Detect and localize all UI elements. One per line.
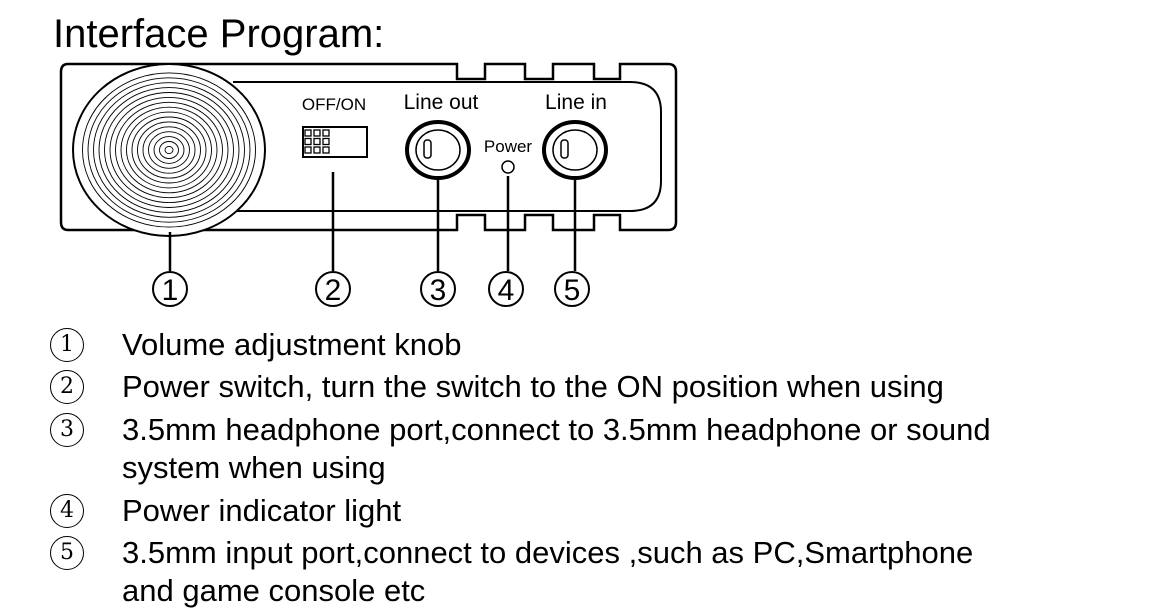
knob-ring <box>104 92 234 208</box>
number-badge: 5 <box>50 536 84 570</box>
power-switch[interactable] <box>302 126 368 158</box>
item-text: Power switch, turn the switch to the ON … <box>122 369 944 404</box>
knob-ring <box>82 72 256 228</box>
power-indicator-led <box>501 160 515 174</box>
number-badge: 2 <box>50 370 84 404</box>
switch-label: OFF/ON <box>302 95 366 114</box>
line-in-label: Line in <box>545 91 607 114</box>
knob-ring <box>115 101 223 199</box>
number-badge: 4 <box>50 494 84 528</box>
callout-number: 2 <box>325 274 342 307</box>
item-text: system when using <box>122 450 386 485</box>
callout-4: 4 <box>488 271 524 307</box>
knob-ring <box>131 116 207 184</box>
callout-3: 3 <box>420 271 456 307</box>
leader-lines <box>168 172 577 271</box>
knob-ring <box>137 121 201 179</box>
line-in-jack[interactable] <box>542 120 608 180</box>
callout-1: 1 <box>152 271 188 307</box>
switch-grip-icon <box>304 129 330 154</box>
item-text: Power indicator light <box>122 493 402 528</box>
item-text: 3.5mm input port,connect to devices ,suc… <box>122 535 974 570</box>
item-text: and game console etc <box>122 573 426 608</box>
knob-ring <box>164 145 174 155</box>
knob-ring <box>153 136 185 164</box>
device-body <box>59 62 678 232</box>
knob-ring <box>93 82 245 218</box>
callout-number: 3 <box>430 274 447 307</box>
knob-ring <box>120 106 218 194</box>
volume-knob[interactable] <box>72 63 266 237</box>
callout-number: 1 <box>162 274 179 307</box>
callout-5: 5 <box>554 271 590 307</box>
callout-number: 5 <box>564 274 581 307</box>
knob-ring <box>159 141 179 159</box>
knob-ring <box>148 131 190 169</box>
line-out-jack[interactable] <box>405 120 471 180</box>
item-text: 3.5mm headphone port,connect to 3.5mm he… <box>122 412 991 447</box>
number-badge: 1 <box>50 328 84 362</box>
knob-ring <box>98 87 240 213</box>
knob-ring <box>109 96 229 204</box>
knob-ring <box>126 111 212 189</box>
number-badge: 3 <box>50 413 84 447</box>
knob-ring <box>142 126 196 174</box>
knob-ring <box>87 77 251 223</box>
callout-number: 4 <box>498 274 515 307</box>
page-title: Interface Program: <box>53 12 385 56</box>
power-label: Power <box>484 137 533 156</box>
callout-2: 2 <box>315 271 351 307</box>
line-out-label: Line out <box>404 91 479 114</box>
item-text: Volume adjustment knob <box>122 327 462 362</box>
